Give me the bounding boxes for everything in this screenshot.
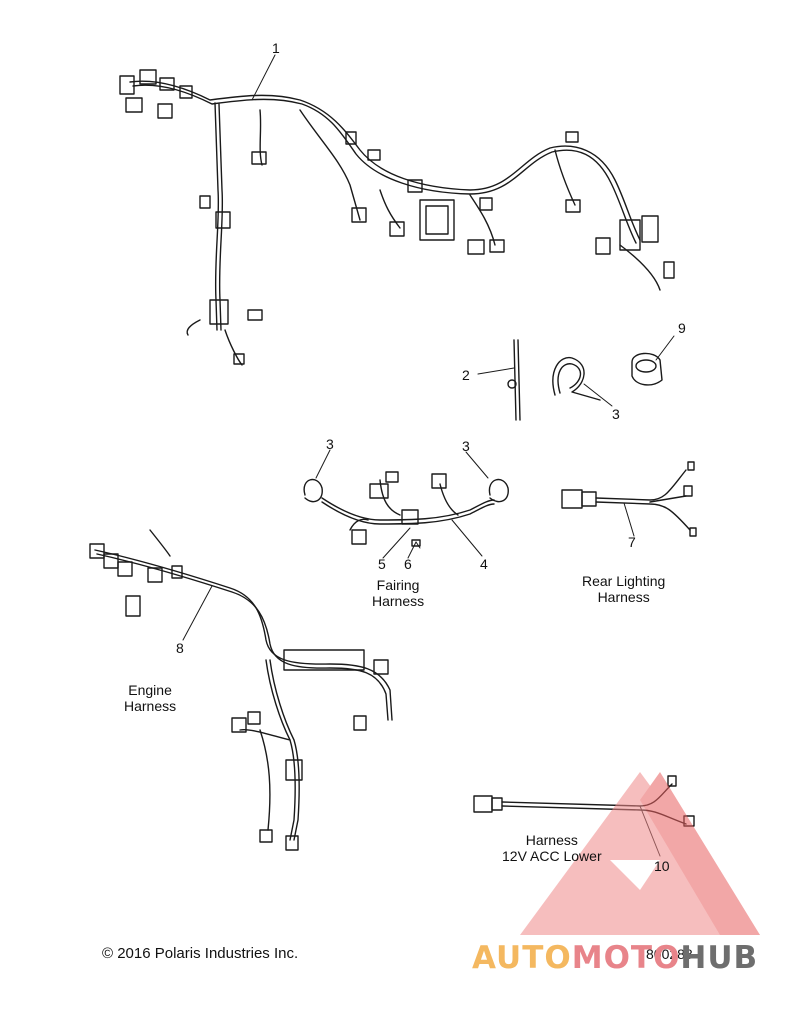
callout-1: 1 [272, 40, 280, 56]
rear-lighting-harness [561, 461, 697, 537]
callout-4: 4 [480, 556, 488, 572]
watermark-text: AUTOMOTOHUB [472, 940, 758, 976]
caption-fairing-line2: Harness [372, 593, 425, 609]
callout-8: 8 [176, 640, 184, 656]
caption-fairing: Fairing Harness [372, 577, 424, 609]
main-harness [119, 69, 675, 366]
fairing-harness [303, 471, 509, 547]
leader-lines [182, 54, 675, 857]
caption-rear-line2: Harness [597, 589, 650, 605]
item-2-strap [507, 339, 521, 421]
callout-5: 5 [378, 556, 386, 572]
watermark-logo [520, 772, 760, 935]
caption-rear-lighting: Rear Lighting Harness [582, 573, 665, 605]
caption-engine: Engine Harness [124, 682, 176, 714]
caption-engine-line1: Engine [128, 682, 172, 698]
watermark-part3: HUB [680, 940, 759, 976]
callout-6: 6 [404, 556, 412, 572]
item-9-grommet [631, 352, 663, 386]
caption-acc-line2: 12V ACC Lower [502, 848, 602, 864]
copyright-text: © 2016 Polaris Industries Inc. [102, 945, 299, 962]
callout-10: 10 [654, 858, 670, 874]
caption-acc: Harness 12V ACC Lower [502, 832, 602, 864]
caption-rear-line1: Rear Lighting [582, 573, 666, 589]
watermark-part1: AUTO [472, 940, 572, 976]
callout-7: 7 [628, 534, 636, 550]
callout-2: 2 [462, 367, 470, 383]
item-3-cable-tie [552, 357, 601, 401]
callout-3-tie: 3 [612, 406, 620, 422]
callout-3-left: 3 [326, 436, 334, 452]
engine-harness [89, 529, 393, 851]
callout-3-right: 3 [462, 438, 470, 454]
callout-9: 9 [678, 320, 686, 336]
caption-fairing-line1: Fairing [376, 577, 420, 593]
watermark-part2: MOTO [571, 940, 681, 976]
caption-engine-line2: Harness [124, 698, 177, 714]
caption-acc-line1: Harness [525, 832, 578, 848]
figure-number: 800288 [646, 946, 693, 962]
